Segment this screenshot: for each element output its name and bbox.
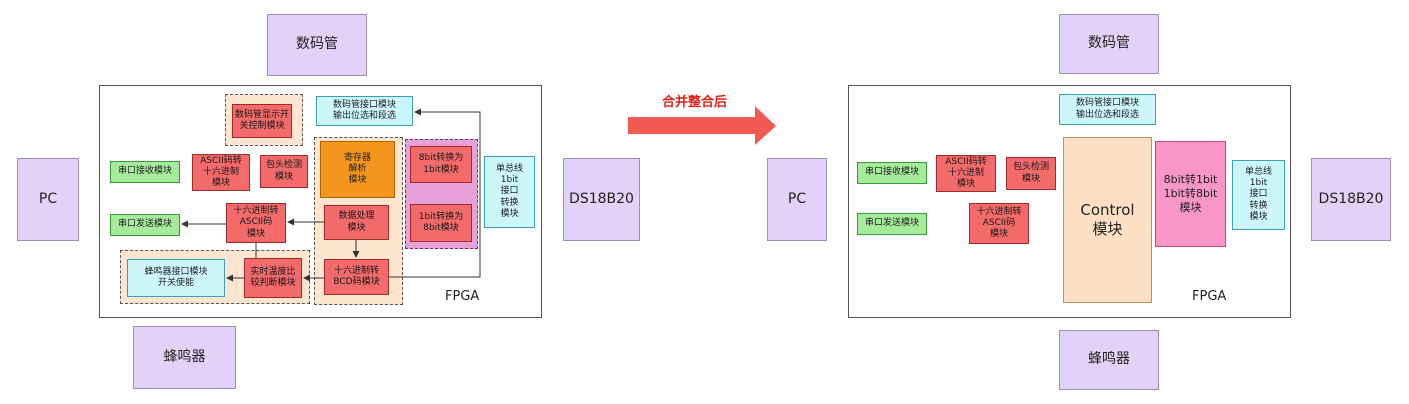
right-display-device: 数码管 xyxy=(1059,14,1159,74)
right-buzzer-device: 蜂鸣器 xyxy=(1059,330,1159,390)
left-pc-device: PC xyxy=(17,158,79,241)
left-register-parse-module: 寄存器 解析 模块 xyxy=(320,141,395,198)
right-bit-convert-module: 8bit转1bit 1bit转8bit 模块 xyxy=(1155,141,1226,247)
left-uart-tx-module: 串口发送模块 xyxy=(110,214,180,236)
left-buzzer-interface-module: 蜂鸣器接口模块 开关使能 xyxy=(127,259,225,297)
right-ascii-to-hex-module: ASCII码转 十六进制 模块 xyxy=(936,155,996,192)
left-8bit-to-1bit-module: 8bit转换为 1bit模块 xyxy=(410,146,472,183)
left-uart-rx-module: 串口接收模块 xyxy=(110,161,180,183)
right-ds18b20-device: DS18B20 xyxy=(1311,158,1391,241)
left-header-detect-module: 包头检测 模块 xyxy=(260,155,308,188)
right-control-module: Control 模块 xyxy=(1063,137,1152,303)
merge-arrow-label: 合并整合后 xyxy=(662,95,728,110)
right-uart-tx-module: 串口发送模块 xyxy=(857,213,927,235)
left-display-interface-module: 数码管接口模块 输出位选和段选 xyxy=(316,96,413,126)
left-onewire-module: 单总线 1bit 接口 转换 模块 xyxy=(484,156,535,228)
left-data-processing-module: 数据处理 模块 xyxy=(324,205,389,240)
left-temp-compare-module: 实时温度比 较判断模块 xyxy=(244,258,302,298)
right-hex-to-ascii-module: 十六进制转 ASCII码 模块 xyxy=(969,203,1029,244)
left-hex-to-bcd-module: 十六进制转 BCD码模块 xyxy=(324,259,389,295)
left-1bit-to-8bit-module: 1bit转换为 8bit模块 xyxy=(410,204,472,242)
left-buzzer-device: 蜂鸣器 xyxy=(133,326,236,389)
left-ds18b20-device: DS18B20 xyxy=(563,158,640,241)
left-hex-to-ascii-module: 十六进制转 ASCII码 模块 xyxy=(226,203,286,243)
left-arrow-bcd-to-display xyxy=(389,108,481,278)
right-header-detect-module: 包头检测 模块 xyxy=(1006,157,1056,190)
right-display-interface-module: 数码管接口模块 输出位选和段选 xyxy=(1059,94,1156,125)
left-ascii-to-hex-module: ASCII码转 十六进制 模块 xyxy=(192,154,250,191)
left-fpga-label: FPGA xyxy=(445,289,480,304)
right-fpga-label: FPGA xyxy=(1192,289,1227,304)
right-onewire-module: 单总线 1bit 接口 转换 模块 xyxy=(1232,160,1285,230)
right-pc-device: PC xyxy=(767,158,827,241)
left-display-switch-module: 数码管显示开 关控制模块 xyxy=(232,104,292,138)
left-display-device: 数码管 xyxy=(267,14,367,76)
right-uart-rx-module: 串口接收模块 xyxy=(857,162,927,184)
